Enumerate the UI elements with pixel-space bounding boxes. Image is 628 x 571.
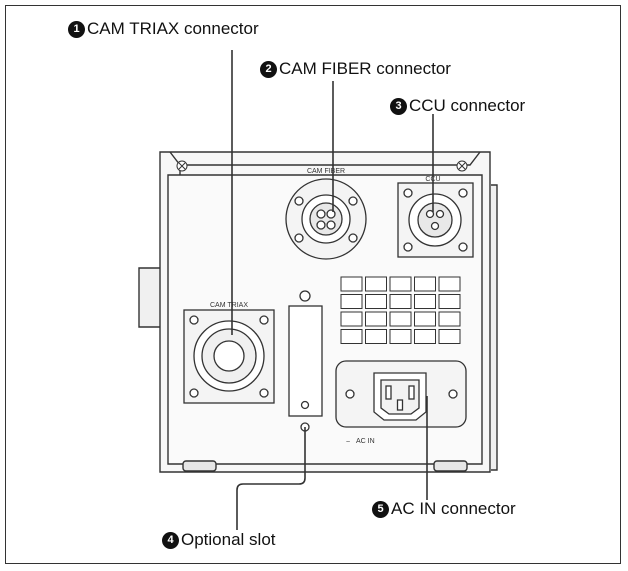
- vent-cell: [414, 311, 436, 327]
- vent-cell: [414, 276, 436, 292]
- vent-cell: [365, 294, 387, 309]
- callout-number-badge: 2: [260, 60, 277, 78]
- vent-cell: [340, 276, 363, 292]
- vent-cell: [365, 311, 387, 327]
- callout-ccu-text: CCU connector: [409, 96, 526, 115]
- callout-ac-in-text: AC IN connector: [391, 499, 516, 518]
- cam-fiber-connector: [285, 178, 367, 260]
- vent-cell: [438, 294, 461, 309]
- vent-cell: [414, 329, 436, 344]
- vent-cell: [414, 294, 436, 309]
- vent-cell: [365, 276, 387, 292]
- vent-cell: [365, 329, 387, 344]
- cam-triax-connector: [183, 309, 275, 404]
- ventilation-grid: [340, 276, 461, 344]
- vent-cell: [389, 276, 412, 292]
- callout-cam-triax-text: CAM TRIAX connector: [87, 19, 259, 38]
- ccu-connector: [397, 182, 474, 258]
- cam-triax-panel-label: CAM TRIAX: [210, 302, 248, 309]
- vent-cell: [340, 329, 363, 344]
- leader-line-optional-slot: [236, 427, 306, 530]
- callout-ac-in: 5 AC IN connector: [372, 499, 516, 519]
- ac-in-panel-label: AC IN: [356, 438, 375, 445]
- callout-number-badge: 5: [372, 500, 389, 518]
- ac-in-connector: [335, 360, 467, 428]
- leader-lines: [231, 50, 434, 530]
- callout-cam-triax: 1 CAM TRIAX connector: [68, 19, 259, 39]
- vent-cell: [389, 329, 412, 344]
- vent-cell: [389, 294, 412, 309]
- vent-cell: [340, 294, 363, 309]
- cam-fiber-panel-label: CAM FIBER: [307, 168, 345, 175]
- callout-optional-slot: 4 Optional slot: [162, 530, 276, 550]
- vent-cell: [438, 276, 461, 292]
- callout-number-badge: 1: [68, 20, 85, 38]
- vent-cell: [438, 311, 461, 327]
- callout-optional-slot-text: Optional slot: [181, 530, 276, 549]
- callout-number-badge: 4: [162, 531, 179, 549]
- vent-cell: [340, 311, 363, 327]
- ac-symbol: ~: [346, 439, 350, 446]
- screw-icon: [176, 160, 468, 172]
- vent-cell: [389, 311, 412, 327]
- callout-ccu: 3 CCU connector: [390, 96, 525, 116]
- callout-cam-fiber-text: CAM FIBER connector: [279, 59, 451, 78]
- callout-number-badge: 3: [390, 97, 407, 115]
- optional-slot: [288, 290, 323, 432]
- vent-cell: [438, 329, 461, 344]
- callout-cam-fiber: 2 CAM FIBER connector: [260, 59, 451, 79]
